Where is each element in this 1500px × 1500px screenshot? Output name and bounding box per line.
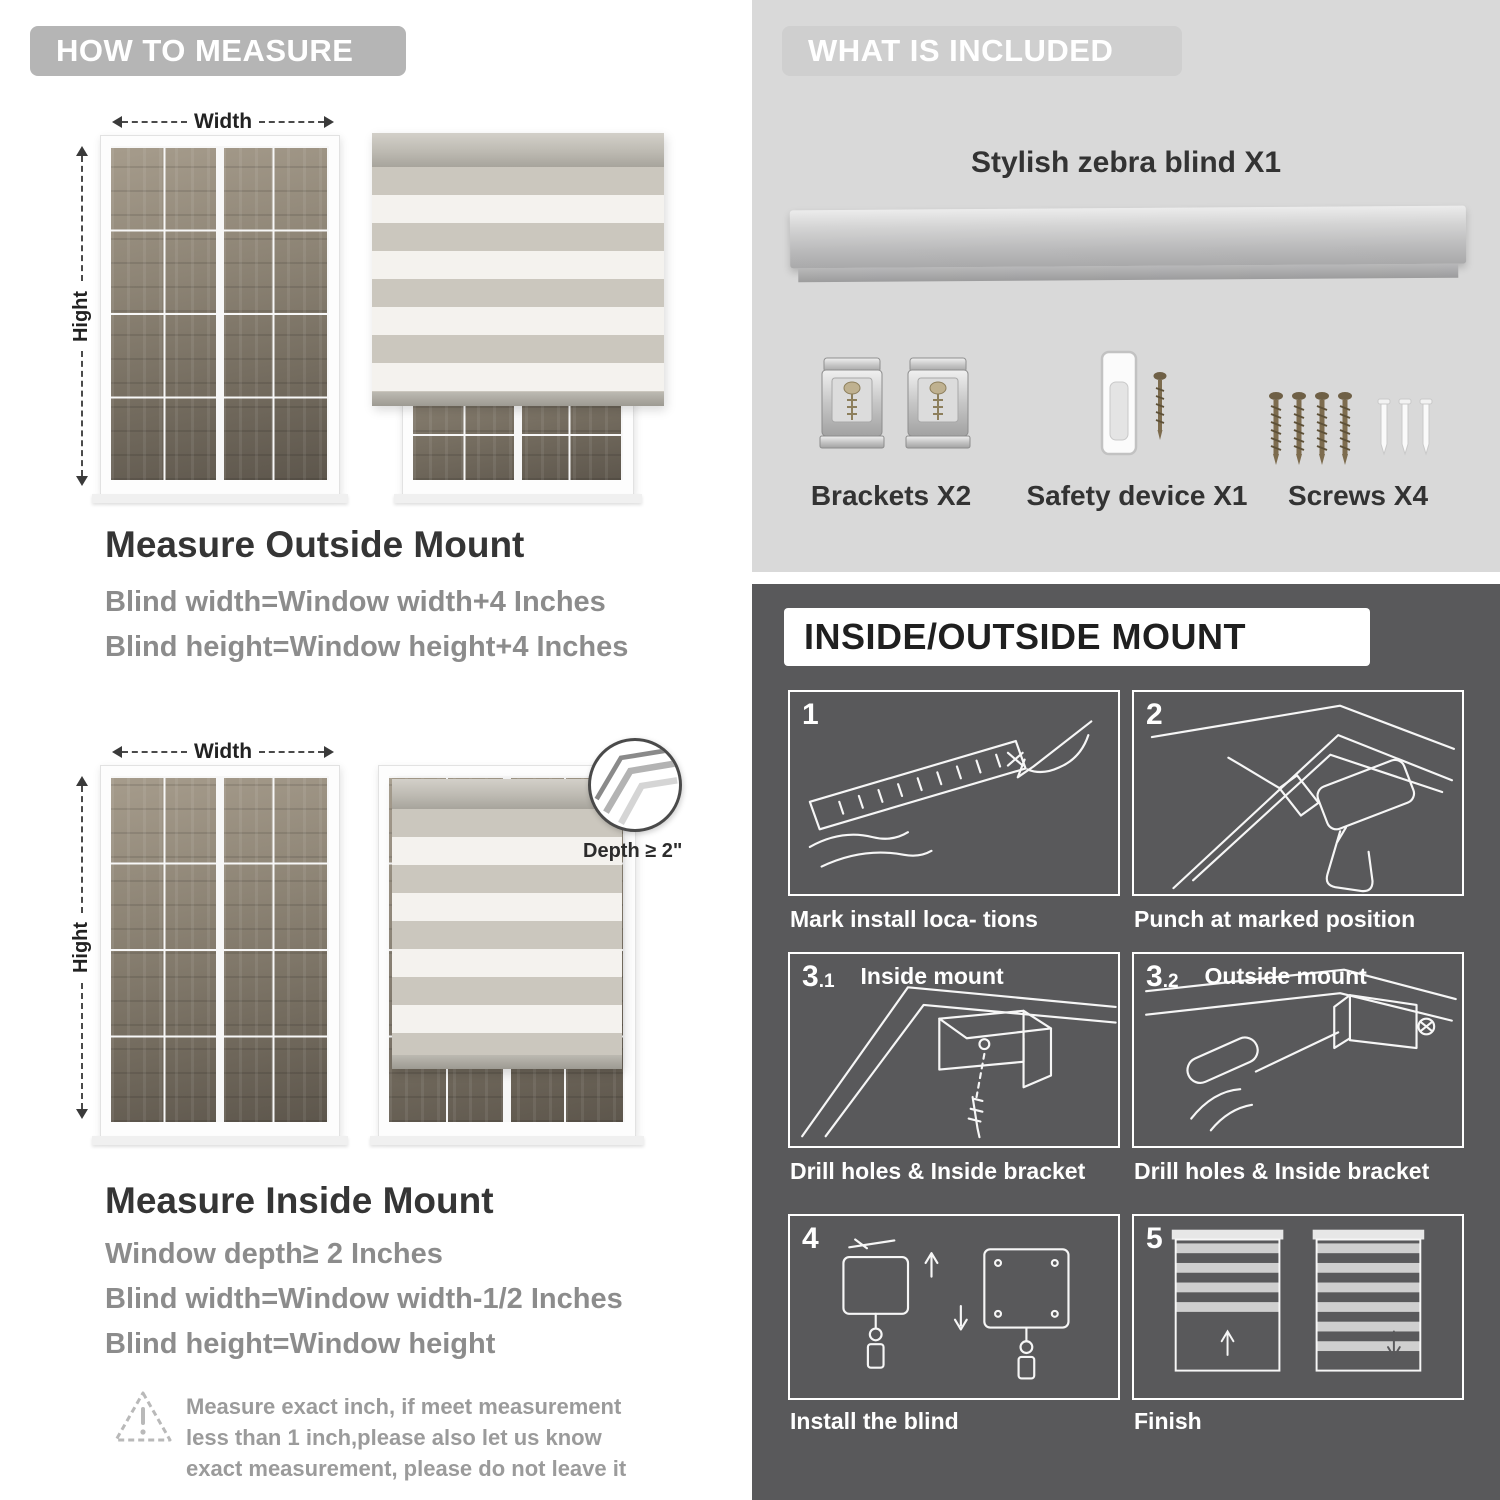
bracket-icon [819,357,885,449]
step-number: 3.2 Outside mount [1146,960,1367,993]
outside-formula-height: Blind height=Window height+4 Inches [105,631,629,663]
safety-device-image [1092,348,1192,465]
blind-stripes [372,167,664,392]
mark-locations-illustration [808,720,1093,868]
screws-label: Screws X4 [1287,480,1429,511]
blind-stripes [392,809,622,1055]
brackets-label: Brackets X2 [810,480,972,511]
arrow-left-icon [106,746,122,758]
zebra-blind-outside-mount [372,133,664,406]
how-to-measure-title: HOW TO MEASURE [56,33,354,68]
what-is-included-section [752,0,1500,572]
width-label: Width [193,110,253,133]
how-to-measure-header: HOW TO MEASURE [30,26,406,76]
brackets-image [818,352,972,454]
depth-label: Depth ≥ 2" [583,840,683,862]
step-3-1-caption: Drill holes & Inside bracket [790,1158,1086,1184]
arrow-up-icon [76,770,88,786]
step-number: 1 [802,698,819,731]
arrow-right-icon [324,746,340,758]
what-is-included-title: WHAT IS INCLUDED [808,33,1114,68]
what-is-included-header: WHAT IS INCLUDED [782,26,1182,76]
blind-headrail [392,779,622,809]
inside-formula-depth: Window depth≥ 2 Inches [105,1238,443,1270]
window-panes [111,146,329,480]
arrow-down-icon [76,1109,88,1125]
screw-icon [1315,392,1329,465]
bracket-icon [905,357,971,449]
screw-icon [1292,392,1306,465]
width-arrow-outside: Width [106,110,340,134]
step-2-panel: 2 [1132,690,1464,896]
zebra-blind-label: Stylish zebra blind X1 [970,146,1282,179]
step-number: 2 [1146,698,1163,731]
arrow-down-icon [76,476,88,492]
window-panes [111,776,329,1122]
height-arrow-inside: Hight [70,770,94,1125]
step-number: 5 [1146,1222,1163,1255]
mount-header: INSIDE/OUTSIDE MOUNT [784,608,1370,666]
width-arrow-inside: Width [106,740,340,764]
inside-bracket-illustration [801,986,1117,1139]
step-title: Outside mount [1204,963,1367,989]
step-3-2-caption: Drill holes & Inside bracket [1134,1158,1430,1184]
height-arrow-outside: Hight [70,140,94,492]
step-4-panel: 4 [788,1214,1120,1400]
step-4-caption: Install the blind [790,1408,959,1434]
window-photo-inside [92,765,348,1145]
measure-inside-title: Measure Inside Mount [105,1180,494,1221]
zebra-blind-inside-mount [392,779,622,1069]
arrow-up-icon [76,140,88,156]
inside-formula-height: Blind height=Window height [105,1328,496,1360]
measurement-warning-text: Measure exact inch, if meet measurement … [186,1394,627,1481]
install-blind-illustration [842,1238,1070,1380]
arrow-right-icon [324,116,340,128]
step-3-1-panel: 3.1 Inside mount [788,952,1120,1148]
inside-formula-width: Blind width=Window width-1/2 Inches [105,1283,623,1315]
outside-formula-width: Blind width=Window width+4 Inches [105,586,606,618]
height-label: Hight [70,290,93,342]
safety-device-icon [1100,350,1167,456]
wall-anchor-icon [1419,398,1433,456]
width-label: Width [193,740,253,763]
zebra-blind-headrail-image [789,205,1467,269]
step-title: Inside mount [860,963,1004,989]
step-2-caption: Punch at marked position [1134,906,1416,932]
depth-magnifier [588,738,682,832]
window-corner-detail-icon [594,748,678,825]
blind-bottom-rail [372,392,664,406]
step-1-caption: Mark install loca- tions [790,906,1038,932]
height-label: Hight [70,921,93,974]
wall-anchor-icon [1398,398,1412,456]
mount-title: INSIDE/OUTSIDE MOUNT [804,616,1247,657]
drill-illustration [1150,704,1455,893]
window-photo-outside [92,135,348,503]
step-5-caption: Finish [1134,1408,1202,1434]
step-number: 4 [802,1222,819,1255]
step-number: 3.1 Inside mount [802,960,1004,993]
screw-icon [1269,392,1283,465]
step-5-panel: 5 [1132,1214,1464,1400]
step-1-panel: 1 [788,690,1120,896]
screw-icon [1338,392,1352,465]
wall-anchor-icon [1377,398,1391,456]
measure-outside-title: Measure Outside Mount [105,524,525,565]
step-3-2-panel: 3.2 Outside mount [1132,952,1464,1148]
outside-bracket-illustration [1145,968,1457,1132]
blind-bottom-rail [392,1055,622,1069]
finish-illustration [1171,1229,1425,1372]
warning-icon [112,1388,174,1451]
blind-headrail [372,133,664,167]
screws-image [1268,392,1433,466]
arrow-left-icon [106,116,122,128]
safety-device-label: Safety device X1 [1026,480,1248,511]
